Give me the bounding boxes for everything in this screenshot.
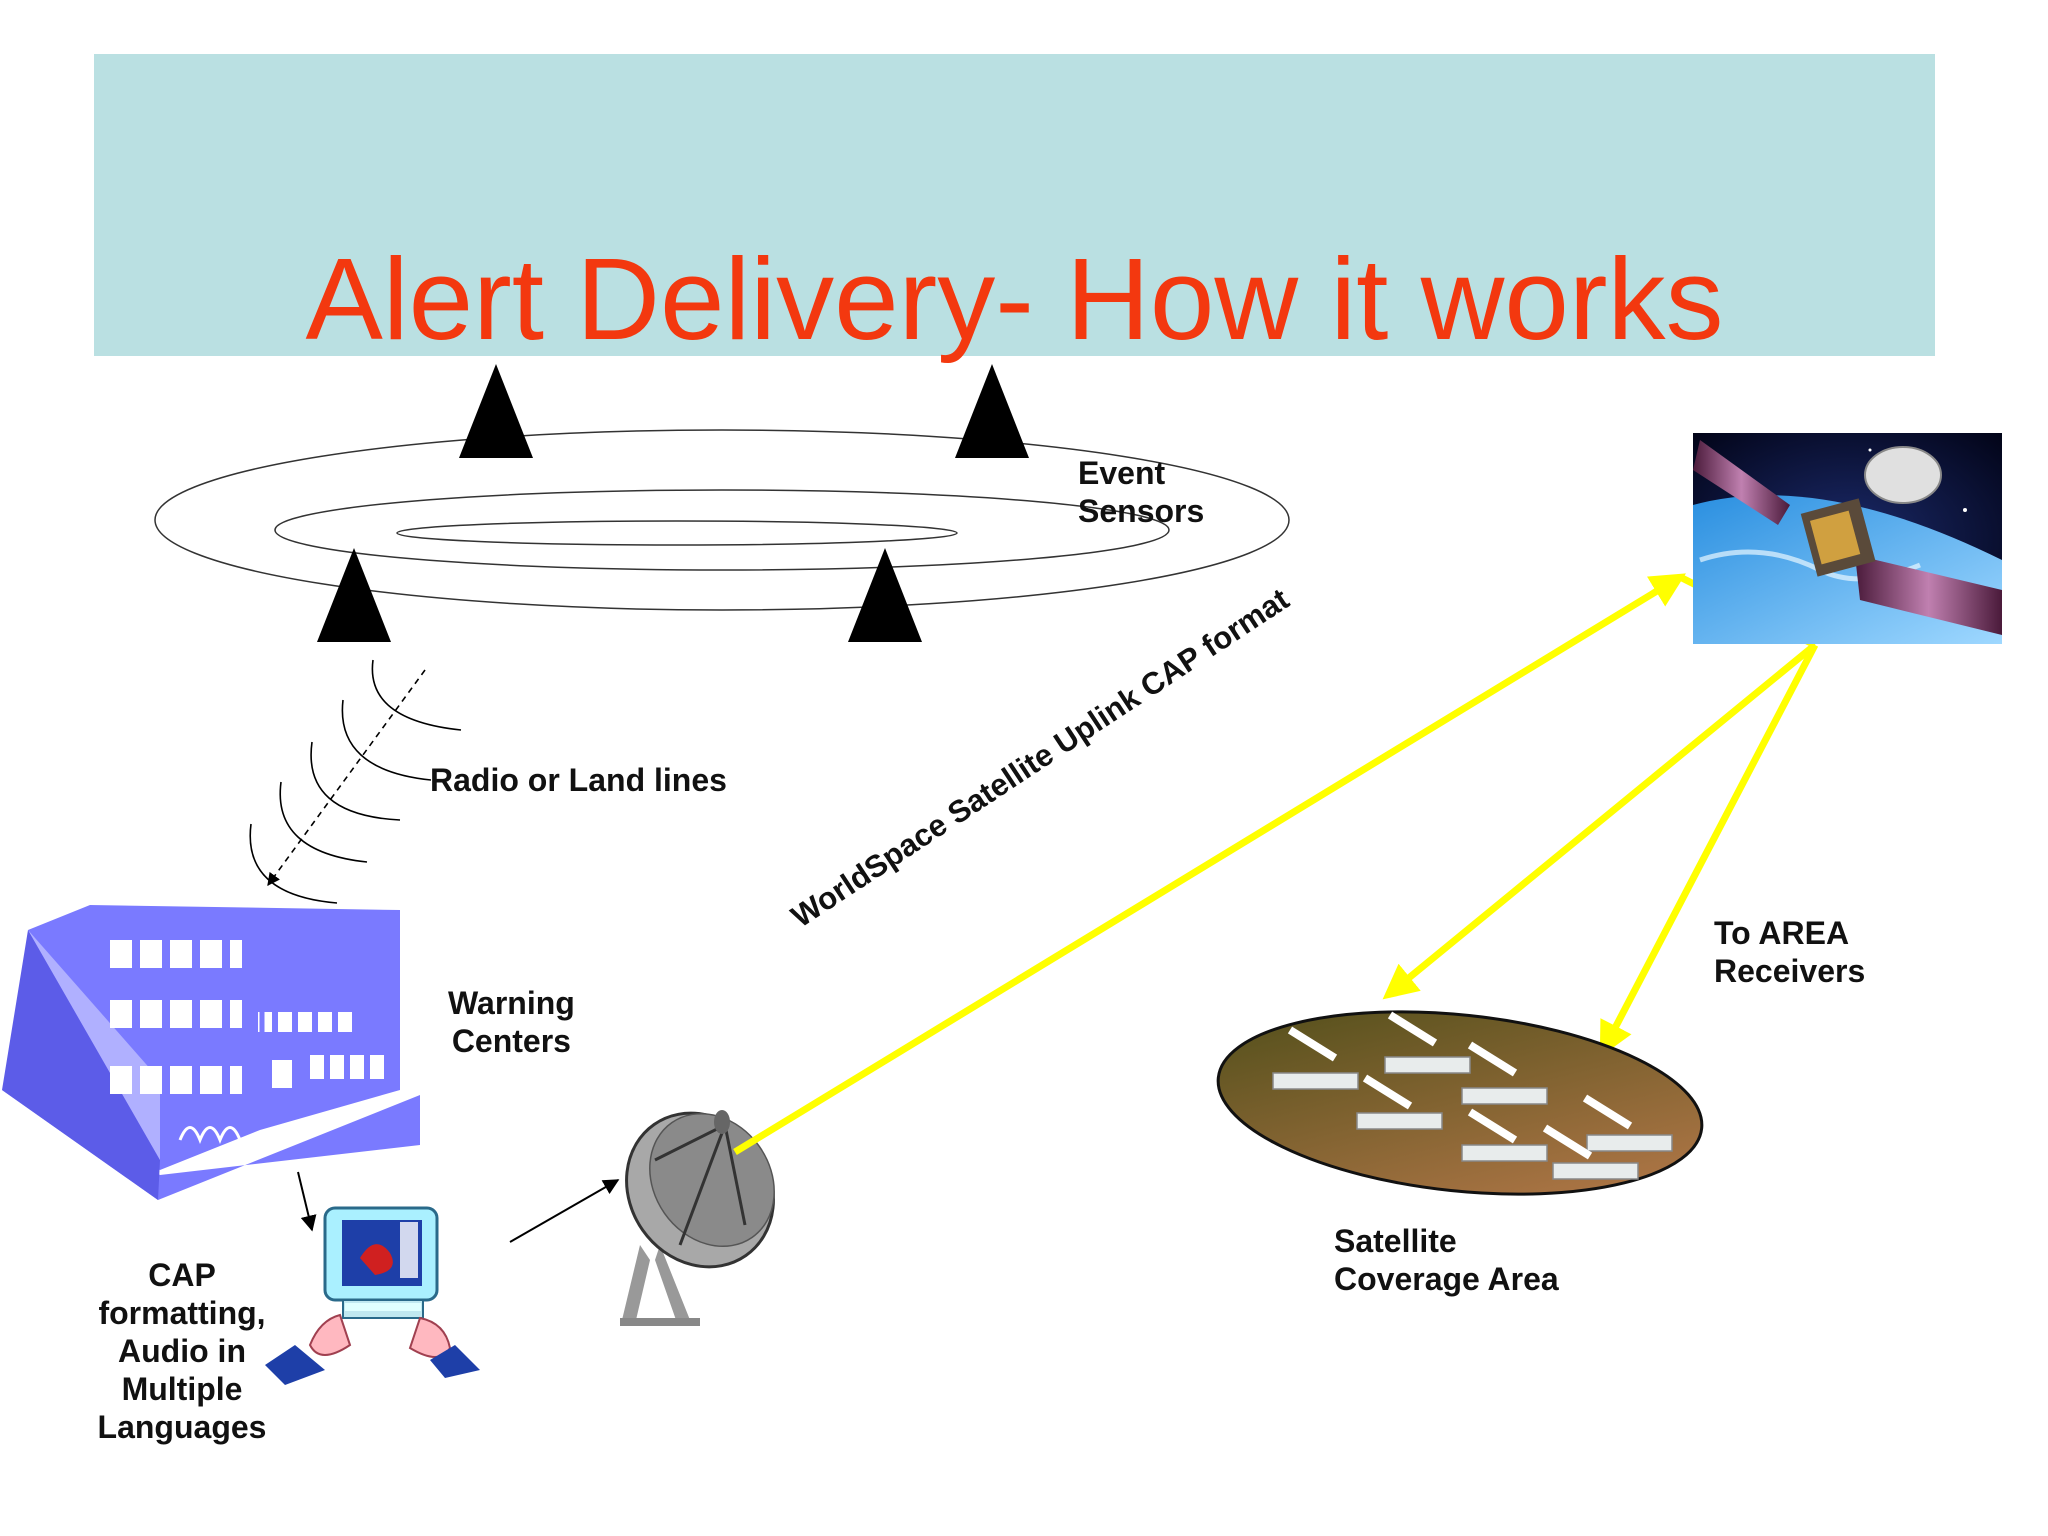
building-icon <box>2 905 420 1200</box>
satellite-dish-icon <box>620 1110 775 1326</box>
sensor-triangle-icon <box>459 364 533 458</box>
cap-line-5: Languages <box>97 1409 267 1445</box>
sensor-triangle-icon <box>317 548 391 642</box>
uplink-beam <box>733 573 1686 1155</box>
warning-centers-label: Warning Centers <box>448 984 575 1060</box>
receiver-icon <box>1272 1026 1359 1090</box>
event-sensors-line-1: Event <box>1078 455 1166 491</box>
flow-arrow <box>297 1171 317 1232</box>
warning-centers-line-2: Centers <box>451 1023 571 1059</box>
cap-line-1: CAP <box>148 1257 216 1293</box>
warning-centers-line-1: Warning <box>448 985 575 1021</box>
coverage-line-2: Coverage Area <box>1334 1261 1559 1297</box>
downlink-beam-left <box>1382 642 1818 1000</box>
sensor-triangle-icon <box>955 364 1029 458</box>
downlink-beam-right <box>1599 643 1819 1058</box>
title-banner: Alert Delivery- How it works <box>94 54 1935 364</box>
sensor-network <box>154 429 1290 611</box>
event-sensors-line-2: Sensors <box>1078 493 1205 529</box>
to-area-line-1: To AREA <box>1714 915 1850 951</box>
satellite-icon <box>1693 433 2002 644</box>
receiver-icon <box>1582 1094 1673 1152</box>
coverage-area <box>1216 1010 1704 1196</box>
receiver-icon <box>1461 1108 1548 1162</box>
to-area-receivers-label: To AREA Receivers <box>1714 914 1865 990</box>
receiver-icon <box>1461 1041 1548 1105</box>
cap-line-3: Audio in <box>118 1333 246 1369</box>
cap-formatting-label: CAP formatting, Audio in Multiple Langua… <box>62 1256 302 1446</box>
receiver-icon <box>1384 1011 1471 1074</box>
coverage-area-label: Satellite Coverage Area <box>1334 1222 1559 1298</box>
event-sensors-label: Event Sensors <box>1078 454 1204 530</box>
radio-land-label: Radio or Land lines <box>430 762 727 798</box>
flow-arrow <box>509 1179 620 1243</box>
radio-waves-icon <box>249 659 462 904</box>
receiver-icon <box>1356 1074 1443 1130</box>
sensor-triangle-icon <box>848 548 922 642</box>
slide-title: Alert Delivery- How it works <box>305 234 1724 364</box>
receiver-icon <box>1542 1124 1639 1180</box>
coverage-line-1: Satellite <box>1334 1223 1457 1259</box>
cap-line-4: Multiple <box>121 1371 243 1407</box>
to-area-line-2: Receivers <box>1714 953 1866 989</box>
computer-operator-icon <box>265 1206 480 1385</box>
cap-line-2: formatting, <box>98 1295 266 1331</box>
